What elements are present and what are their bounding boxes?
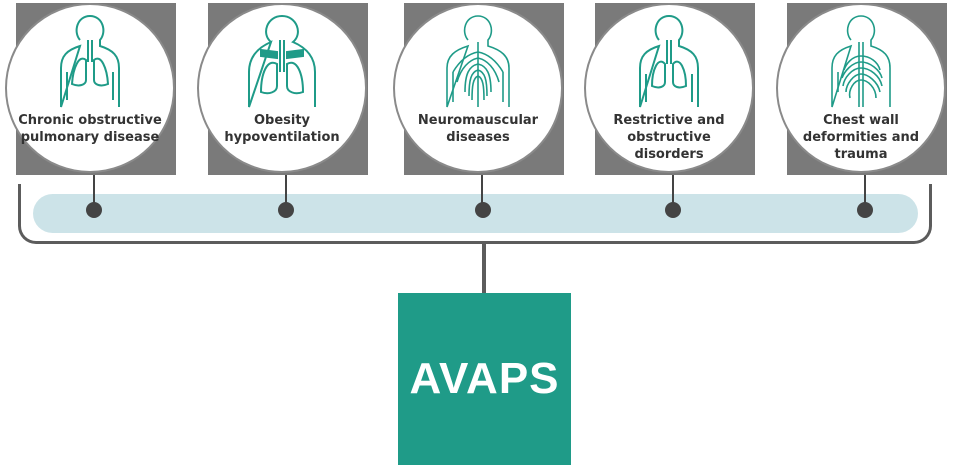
- condition-label: Neuromauscular diseases: [417, 113, 539, 145]
- node-circle: [584, 3, 754, 173]
- connector-dot: [857, 202, 873, 218]
- connector-stem: [481, 175, 483, 205]
- condition-label: Obesity hypoventilation: [224, 113, 340, 145]
- avaps-label: AVAPS: [409, 354, 560, 403]
- condition-label: Chronic obstructive pulmonary disease: [18, 113, 162, 145]
- connector-stem: [93, 175, 95, 205]
- connector-stem: [285, 175, 287, 205]
- condition-label: Restrictive and obstructive disorders: [613, 113, 725, 162]
- connector-dot: [665, 202, 681, 218]
- condition-label: Chest wall deformities and trauma: [802, 113, 920, 162]
- condition-neuromuscular: Neuromauscular diseases: [388, 0, 568, 205]
- node-circle: [5, 3, 175, 173]
- trunk-connector: [482, 244, 486, 294]
- node-circle: [776, 3, 946, 173]
- condition-restrictive: Restrictive and obstructive disorders: [579, 0, 759, 205]
- connector-stem: [864, 175, 866, 205]
- connector-dot: [278, 202, 294, 218]
- avaps-box: AVAPS: [398, 293, 571, 465]
- connector-dot: [86, 202, 102, 218]
- obesity-airway-icon: [248, 14, 316, 108]
- copd-lungs-icon: [60, 14, 120, 108]
- connector-dot: [475, 202, 491, 218]
- condition-obesity: Obesity hypoventilation: [192, 0, 372, 205]
- restrictive-lungs-icon: [639, 14, 699, 108]
- condition-copd: Chronic obstructive pulmonary disease: [0, 0, 180, 205]
- condition-chest-wall: Chest wall deformities and trauma: [771, 0, 951, 205]
- neuromuscular-nerves-icon: [446, 15, 510, 108]
- node-circle: [197, 3, 367, 173]
- chest-wall-ribs-icon: [831, 15, 891, 108]
- connector-stem: [672, 175, 674, 205]
